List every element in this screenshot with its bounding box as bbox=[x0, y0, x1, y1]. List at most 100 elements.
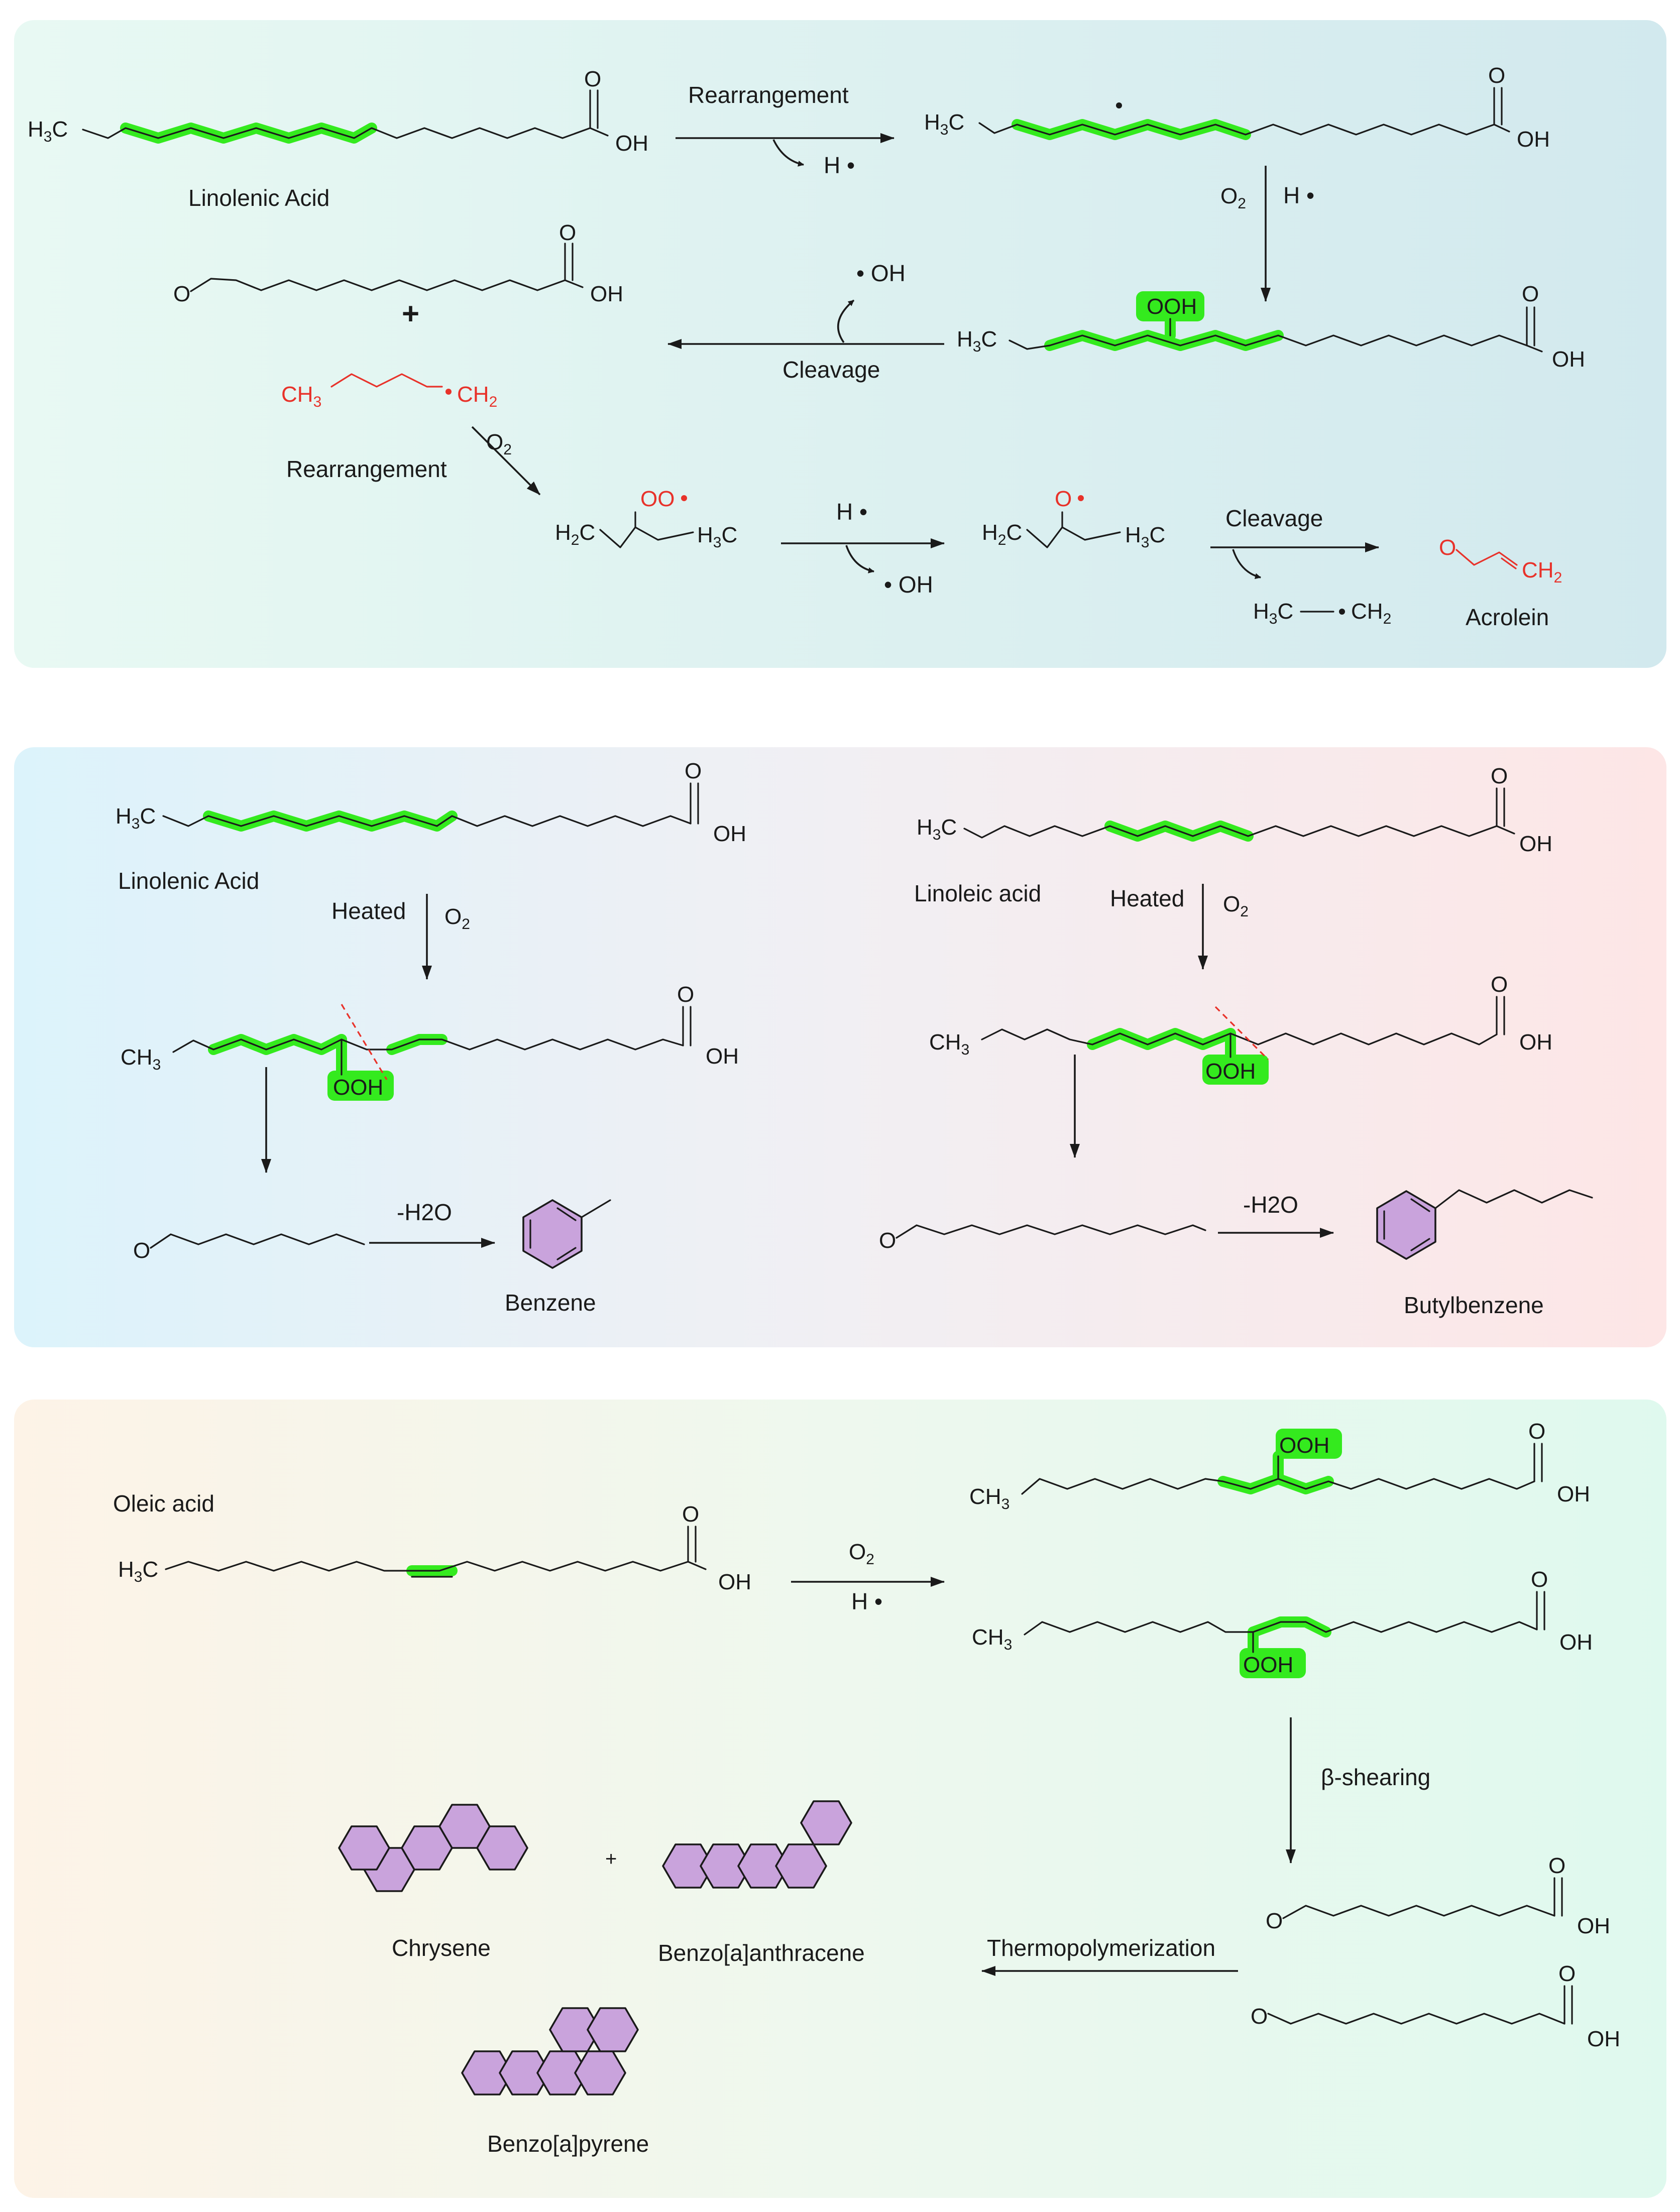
svg-text:OOH: OOH bbox=[333, 1075, 383, 1100]
butylbenzene-label: Butylbenzene bbox=[1404, 1292, 1544, 1318]
benzo-a-pyrene-label: Benzo[a]pyrene bbox=[487, 2131, 649, 2157]
svg-text:OOH: OOH bbox=[1147, 294, 1197, 319]
plus-sign-1: + bbox=[402, 297, 419, 330]
butylbenzene-structure bbox=[1376, 1189, 1593, 1260]
alkoxyl-radical: H2C O H3C bbox=[982, 487, 1165, 551]
svg-text:OH: OH bbox=[713, 822, 746, 846]
svg-text:OOH: OOH bbox=[1243, 1653, 1293, 1677]
heated-label-1: Heated bbox=[331, 898, 406, 924]
svg-text:OH: OH bbox=[1587, 2027, 1620, 2051]
svg-text:O: O bbox=[1491, 972, 1508, 997]
o2-label-2: O2 bbox=[486, 430, 512, 458]
svg-text:O: O bbox=[1251, 2004, 1268, 2029]
benzo-a-anthracene-label: Benzo[a]anthracene bbox=[658, 1940, 865, 1966]
oleic-hydroperoxide-1: CH3 O OH OOH bbox=[969, 1419, 1590, 1512]
hydroperoxide-intermediate: H3C O OH OOH bbox=[957, 282, 1585, 372]
h-radical-label-4: H • bbox=[851, 1588, 882, 1614]
thermopolymerization-label: Thermopolymerization bbox=[987, 1935, 1215, 1961]
chrysene-label: Chrysene bbox=[392, 1935, 491, 1961]
oleic-hydroperoxide-2: CH3 O OH OOH bbox=[972, 1567, 1593, 1678]
linolenic-acid-structure-1: H3C O OH Linolenic Acid bbox=[28, 67, 648, 211]
svg-text:O: O bbox=[1558, 1961, 1576, 1986]
svg-text:O: O bbox=[1548, 1853, 1565, 1878]
svg-text:O: O bbox=[1522, 282, 1539, 306]
svg-text:H3C: H3C bbox=[924, 110, 964, 138]
svg-text:OH: OH bbox=[1519, 1030, 1552, 1055]
h-radical-label-3: H • bbox=[836, 499, 867, 525]
aldehyde-acid-2: O O OH bbox=[1251, 1961, 1620, 2051]
svg-text:OO: OO bbox=[640, 487, 675, 511]
linoleic-acid-structure: H3C O OH bbox=[917, 764, 1552, 856]
svg-text:OH: OH bbox=[1519, 832, 1552, 856]
oh-radical-label-2: • OH bbox=[884, 571, 933, 598]
svg-text:O: O bbox=[133, 1238, 150, 1263]
svg-text:H3C: H3C bbox=[917, 815, 957, 843]
decadienal-fragment: O bbox=[879, 1224, 1206, 1253]
radical-intermediate: H3C O OH bbox=[924, 63, 1550, 152]
svg-text:O: O bbox=[584, 67, 601, 91]
svg-text:O: O bbox=[685, 759, 702, 783]
minus-water-label-2: -H2O bbox=[1243, 1192, 1298, 1218]
svg-text:H2C: H2C bbox=[982, 520, 1022, 548]
oleic-acid-structure: H3C O OH bbox=[118, 1502, 751, 1594]
linolenic-acid-label-2: Linolenic Acid bbox=[118, 868, 259, 894]
svg-text:OH: OH bbox=[706, 1044, 739, 1069]
svg-text:OH: OH bbox=[615, 131, 648, 156]
plus-sign-2: + bbox=[605, 1848, 617, 1870]
acrolein-label: Acrolein bbox=[1466, 604, 1549, 630]
svg-text:O: O bbox=[1491, 764, 1508, 788]
svg-text:O: O bbox=[559, 220, 576, 245]
svg-text:O: O bbox=[1439, 535, 1456, 560]
benzo-a-anthracene-structure bbox=[662, 1800, 852, 1889]
svg-text:OH: OH bbox=[1557, 1482, 1590, 1506]
benzo-a-pyrene-structure bbox=[461, 2007, 639, 2095]
h-radical-label-2: H • bbox=[1283, 182, 1314, 208]
svg-text:OOH: OOH bbox=[1205, 1059, 1256, 1084]
cleavage-label-2: Cleavage bbox=[1225, 505, 1323, 531]
rearrangement-arrow-2 bbox=[471, 426, 541, 496]
svg-text:O: O bbox=[1528, 1419, 1545, 1444]
aldehyde-acid-fragment: O O OH bbox=[173, 220, 623, 306]
oleic-acid-label: Oleic acid bbox=[113, 1490, 214, 1517]
linoleic-acid-label: Linoleic acid bbox=[914, 880, 1041, 906]
svg-text:OH: OH bbox=[1577, 1914, 1610, 1938]
svg-text:OH: OH bbox=[1552, 347, 1585, 372]
svg-text:H3C: H3C bbox=[957, 327, 997, 355]
h-radical-label: H • bbox=[824, 152, 855, 178]
benzene-label: Benzene bbox=[505, 1290, 596, 1316]
svg-text:O: O bbox=[173, 282, 190, 306]
o2-label-5: O2 bbox=[849, 1540, 874, 1568]
linoleic-hydroperoxide: CH3 O OH OOH bbox=[929, 972, 1552, 1085]
beta-shearing-label: β-shearing bbox=[1321, 1764, 1430, 1790]
svg-text:O: O bbox=[1055, 487, 1072, 511]
methyl-radical-text: H3C CH2 bbox=[1253, 599, 1391, 627]
svg-text:CH3: CH3 bbox=[281, 382, 321, 410]
svg-text:O: O bbox=[1266, 1909, 1283, 1933]
benzene-ring bbox=[522, 1199, 611, 1269]
svg-text:O: O bbox=[1531, 1567, 1548, 1592]
svg-text:OH: OH bbox=[718, 1570, 751, 1594]
rearrangement-label-2: Rearrangement bbox=[286, 456, 447, 482]
svg-text:O: O bbox=[1488, 63, 1505, 88]
svg-text:OH: OH bbox=[1517, 127, 1550, 152]
linolenic-acid-label: Linolenic Acid bbox=[188, 185, 329, 211]
svg-text:OH: OH bbox=[590, 282, 623, 306]
svg-text:OOH: OOH bbox=[1279, 1433, 1329, 1458]
cleavage-label-1: Cleavage bbox=[782, 357, 880, 383]
minus-water-label-1: -H2O bbox=[397, 1199, 452, 1225]
svg-text:CH2: CH2 bbox=[1522, 558, 1562, 586]
rearrangement-label: Rearrangement bbox=[688, 82, 849, 108]
acrolein-structure: O CH2 bbox=[1439, 535, 1562, 586]
panel-3-background bbox=[14, 1400, 1666, 2198]
heated-label-2: Heated bbox=[1110, 885, 1184, 911]
oh-radical-label: • OH bbox=[856, 260, 906, 286]
svg-text:O: O bbox=[677, 982, 694, 1007]
chrysene-structure bbox=[338, 1804, 528, 1892]
svg-text:OH: OH bbox=[1559, 1630, 1593, 1655]
hexadienal-fragment: O bbox=[133, 1233, 365, 1263]
svg-text:O: O bbox=[879, 1228, 896, 1253]
linolenic-hydroperoxide: CH3 O OH OOH bbox=[121, 982, 739, 1101]
aldehyde-acid-1: O O OH bbox=[1266, 1853, 1610, 1938]
svg-text:O: O bbox=[682, 1502, 699, 1527]
